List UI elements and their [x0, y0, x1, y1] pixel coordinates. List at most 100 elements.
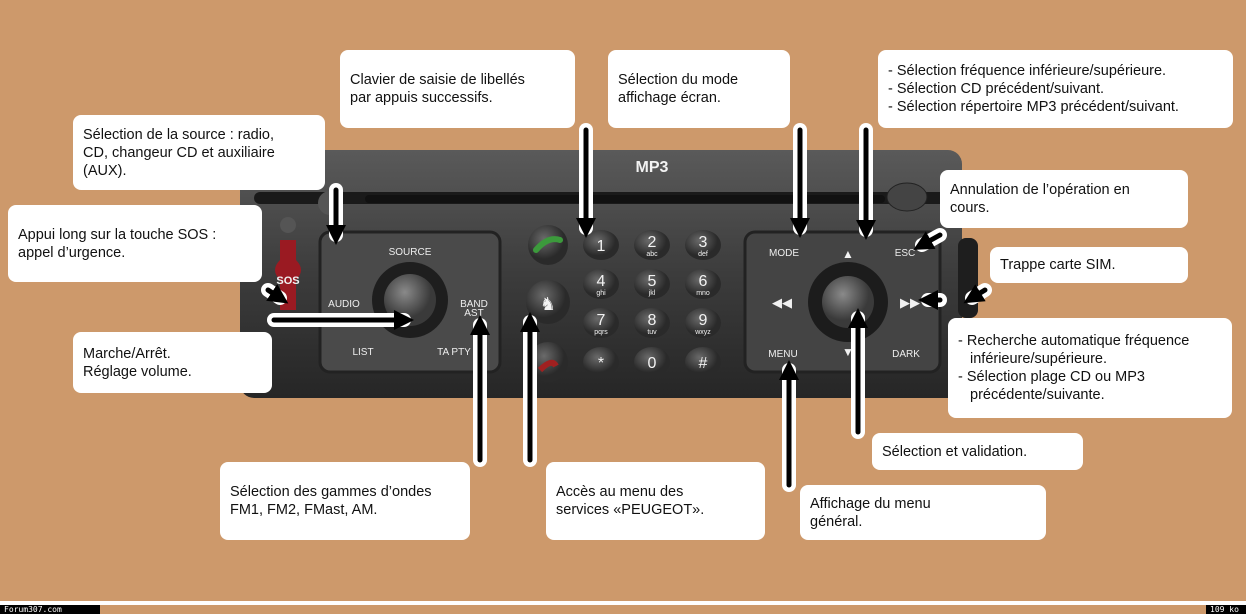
keypad-key[interactable] — [583, 308, 619, 338]
keypad-digit: 5 — [648, 273, 657, 290]
keypad-letters: def — [698, 251, 708, 258]
cd-eject-button[interactable] — [886, 182, 928, 212]
mode-button[interactable]: MODE — [769, 248, 799, 259]
callout-text: (AUX). — [83, 162, 127, 179]
callout-mode: Sélection du mode affichage écran. — [608, 50, 790, 128]
keypad-key[interactable] — [583, 347, 619, 377]
callout-frequency-selection: - Sélection fréquence inférieure/supérie… — [878, 50, 1233, 128]
keypad-digit: # — [699, 355, 708, 372]
callout-text: - Sélection répertoire MP3 précédent/sui… — [888, 99, 1179, 115]
footer-size: 109 ko — [1206, 605, 1246, 614]
callout-text: Annulation de l’opération en — [950, 182, 1130, 198]
callout-text: par appuis successifs. — [350, 90, 493, 106]
ta-pty-button[interactable]: TA PTY — [437, 347, 471, 358]
down-arrow-icon[interactable]: ▼ — [842, 345, 854, 359]
keypad-digit: 6 — [699, 273, 708, 290]
callout-peugeot: Accès au menu des services «PEUGEOT». — [546, 462, 765, 540]
keypad-digit: 3 — [699, 234, 708, 251]
callout-text: Affichage du menu — [810, 495, 931, 512]
esc-button[interactable]: ESC — [895, 248, 916, 259]
keypad-digit: * — [598, 355, 604, 372]
footer-site: Forum307.com — [0, 605, 100, 614]
keypad-digit: 7 — [597, 312, 606, 329]
footer-strip — [0, 601, 1246, 605]
keypad-digit: 1 — [597, 238, 606, 255]
callout-text: - Sélection CD précédent/suivant. — [888, 81, 1104, 97]
callout-text: - Recherche automatique fréquence — [958, 333, 1190, 349]
rewind-icon[interactable]: ◀◀ — [772, 295, 792, 310]
keypad-key[interactable] — [634, 269, 670, 299]
keypad-letters: tuv — [647, 329, 657, 336]
keypad-digit: 4 — [597, 273, 606, 290]
callout-text: Clavier de saisie de libellés — [350, 72, 525, 88]
keypad-key[interactable] — [685, 230, 721, 260]
mp3-logo: MP3 — [636, 159, 669, 176]
callout-power: Marche/Arrêt.Réglage volume. — [73, 332, 272, 393]
callout-text: général. — [810, 513, 863, 530]
callout-text: Réglage volume. — [83, 363, 192, 380]
keypad-digit: 9 — [699, 312, 708, 329]
callout-text: Appui long sur la touche SOS : — [18, 226, 217, 243]
keypad-key[interactable] — [685, 269, 721, 299]
keypad-key[interactable] — [685, 347, 721, 377]
callout-text: CD, changeur CD et auxiliaire — [83, 144, 275, 161]
select-validate-knob[interactable] — [822, 276, 874, 328]
sos-label: SOS — [276, 275, 299, 287]
callout-sim: Trappe carte SIM. — [990, 247, 1188, 283]
callout-text: Trappe carte SIM. — [1000, 257, 1116, 273]
callout-text: FM1, FM2, FMast, AM. — [230, 502, 378, 518]
cd-slot — [365, 195, 885, 203]
callout-text: Sélection des gammes d’ondes — [230, 484, 432, 500]
callout-text: appel d’urgence. — [18, 244, 126, 261]
eject-button[interactable] — [318, 191, 342, 215]
callout-text: affichage écran. — [618, 90, 721, 106]
callout-validate: Sélection et validation. — [872, 433, 1083, 470]
callout-esc: Annulation de l’opération en cours. — [940, 170, 1188, 228]
callout-search: - Recherche automatique fréquence inférie… — [948, 318, 1232, 418]
source-button[interactable]: SOURCE — [389, 247, 432, 258]
call-answer-button[interactable] — [528, 225, 568, 265]
callout-text: Sélection et validation. — [882, 443, 1028, 460]
fast-forward-icon[interactable]: ▶▶ — [900, 295, 920, 310]
band-button[interactable]: BAND — [460, 299, 488, 310]
band-sub-label: AST — [464, 308, 483, 319]
callout-text: - Sélection fréquence inférieure/supérie… — [888, 63, 1167, 79]
keypad-key[interactable] — [634, 347, 670, 377]
volume-knob[interactable] — [384, 274, 436, 326]
callout-text: services «PEUGEOT». — [556, 502, 705, 518]
keypad-letters: jkl — [648, 290, 656, 297]
menu-button[interactable]: MENU — [768, 349, 797, 360]
dark-button[interactable]: DARK — [892, 349, 920, 360]
callout-sos: Appui long sur la touche SOS :appel d’ur… — [8, 205, 262, 282]
keypad-letters: pqrs — [594, 329, 608, 336]
callout-text: Accès au menu des — [556, 484, 684, 500]
led-indicator — [280, 217, 296, 233]
callout-text: Sélection de la source : radio, — [83, 126, 275, 143]
keypad-key[interactable] — [634, 308, 670, 338]
callout-keypad: Clavier de saisie de libellés par appuis … — [340, 50, 575, 128]
callout-text: inférieure/supérieure. — [970, 351, 1108, 367]
callout-text: cours. — [950, 200, 990, 216]
list-button[interactable]: LIST — [352, 347, 373, 358]
callout-text: Sélection du mode — [618, 72, 739, 88]
up-arrow-icon[interactable]: ▲ — [842, 247, 854, 261]
keypad-digit: 2 — [648, 234, 657, 251]
keypad-digit: 8 — [648, 312, 657, 329]
callout-text: précédente/suivante. — [970, 387, 1105, 403]
keypad-key[interactable] — [583, 269, 619, 299]
sim-card-slot[interactable] — [958, 238, 978, 318]
keypad-key[interactable] — [634, 230, 670, 260]
callout-source: Sélection de la source : radio,CD, chang… — [73, 115, 325, 190]
keypad-key[interactable] — [685, 308, 721, 338]
keypad-digit: 0 — [648, 355, 657, 372]
keypad-letters: wxyz — [694, 329, 711, 336]
keypad-letters: mno — [696, 290, 710, 297]
peugeot-lion-icon: ♞ — [540, 294, 556, 314]
callout-text: Marche/Arrêt. — [83, 345, 171, 362]
keypad-letters: abc — [646, 251, 658, 258]
callout-text: - Sélection plage CD ou MP3 — [958, 369, 1145, 385]
audio-button[interactable]: AUDIO — [328, 299, 360, 310]
